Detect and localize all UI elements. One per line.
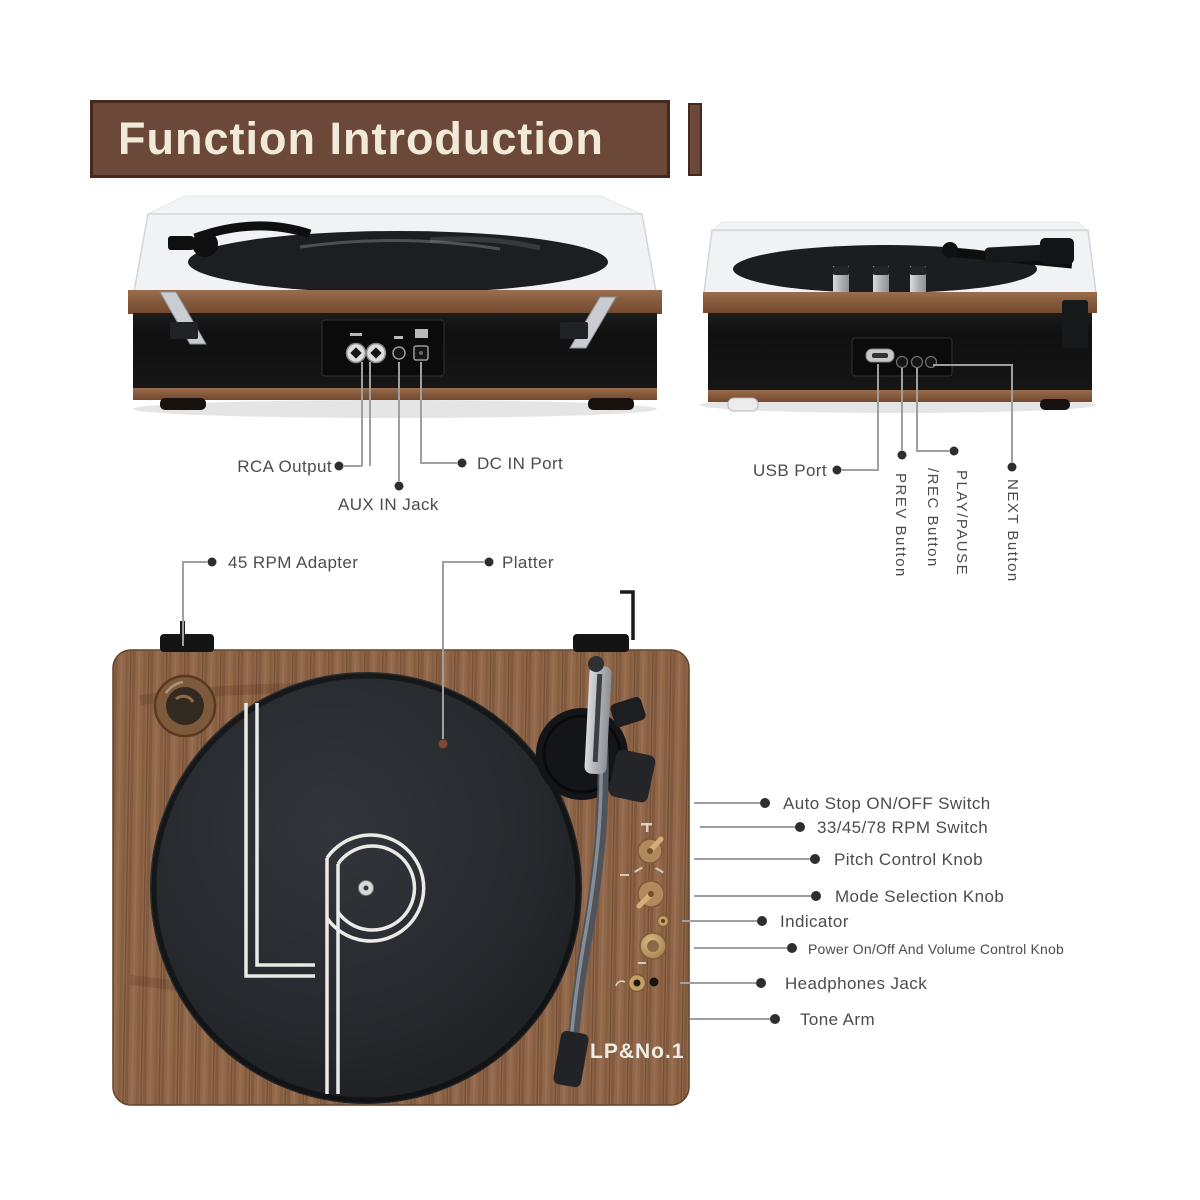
label-next-button: NEXT Button [1004,479,1021,583]
platter-pointer-dot [438,739,448,749]
usb-port [865,348,895,363]
label-dc-in-port: DC IN Port [477,454,564,473]
power-volume-knob [639,932,667,960]
label-pitch-control-knob: Pitch Control Knob [834,850,983,869]
rca-output-jacks [345,342,387,364]
lid-hinge-right [560,296,617,349]
platter-slipmat [150,672,582,1104]
side-view-photo [700,221,1097,413]
connector-lines [182,362,1013,1020]
label-prev-button: PREV Button [892,473,909,578]
lid-hinge-left [159,291,207,345]
label-aux-in-jack: AUX IN Jack [338,495,439,514]
label-play-pause-line2: /REC Button [924,468,941,568]
label-45-rpm-adapter: 45 RPM Adapter [228,553,359,572]
tone-arm-assembly [536,656,656,1088]
dc-in-port [413,345,429,361]
connector-dots [207,446,1017,1024]
headphones-jack [615,973,659,993]
top-view-photo: LP&No.1 [112,590,690,1106]
45-rpm-adapter [153,674,217,738]
label-headphones-jack: Headphones Jack [785,974,928,993]
label-play-pause-line1: PLAY/PAUSE [953,470,970,577]
aux-in-jack [392,346,406,360]
control-panel [615,823,670,993]
label-mode-selection-knob: Mode Selection Knob [835,887,1005,906]
page-title: Function Introduction [118,113,604,164]
label-power-volume-knob: Power On/Off And Volume Control Knob [808,941,1064,957]
brand-logo-text: LP&No.1 [590,1040,685,1063]
label-platter: Platter [502,553,554,572]
auto-stop-rpm-switch [637,836,664,864]
side-tonearm-silhouette [942,238,1074,269]
lp-logo [244,703,426,1094]
top-hinges [160,590,635,652]
label-usb-port: USB Port [752,461,827,480]
back-tonearm-silhouette [168,221,312,257]
label-rpm-switch: 33/45/78 RPM Switch [817,818,989,837]
label-auto-stop-switch: Auto Stop ON/OFF Switch [783,794,991,813]
label-tone-arm: Tone Arm [800,1010,876,1029]
back-view-photo [128,195,662,418]
label-indicator: Indicator [780,912,849,931]
top-panel-knobs [833,266,926,294]
section-header: Function Introduction [90,100,670,178]
mode-selection-knob [636,880,665,909]
prev-play-next-buttons [895,355,938,369]
label-rca-output: RCA Output [237,457,332,476]
header-accent-tab [688,103,702,176]
side-hinge [1062,300,1088,348]
